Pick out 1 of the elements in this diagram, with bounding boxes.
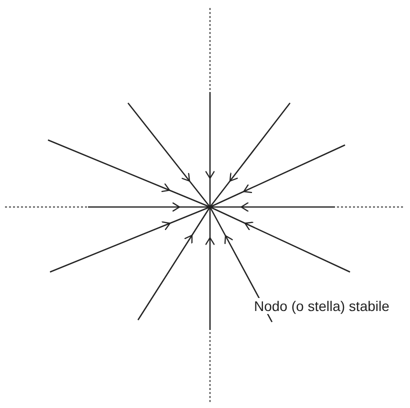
diagram-caption: Nodo (o stella) stabile (254, 298, 390, 314)
